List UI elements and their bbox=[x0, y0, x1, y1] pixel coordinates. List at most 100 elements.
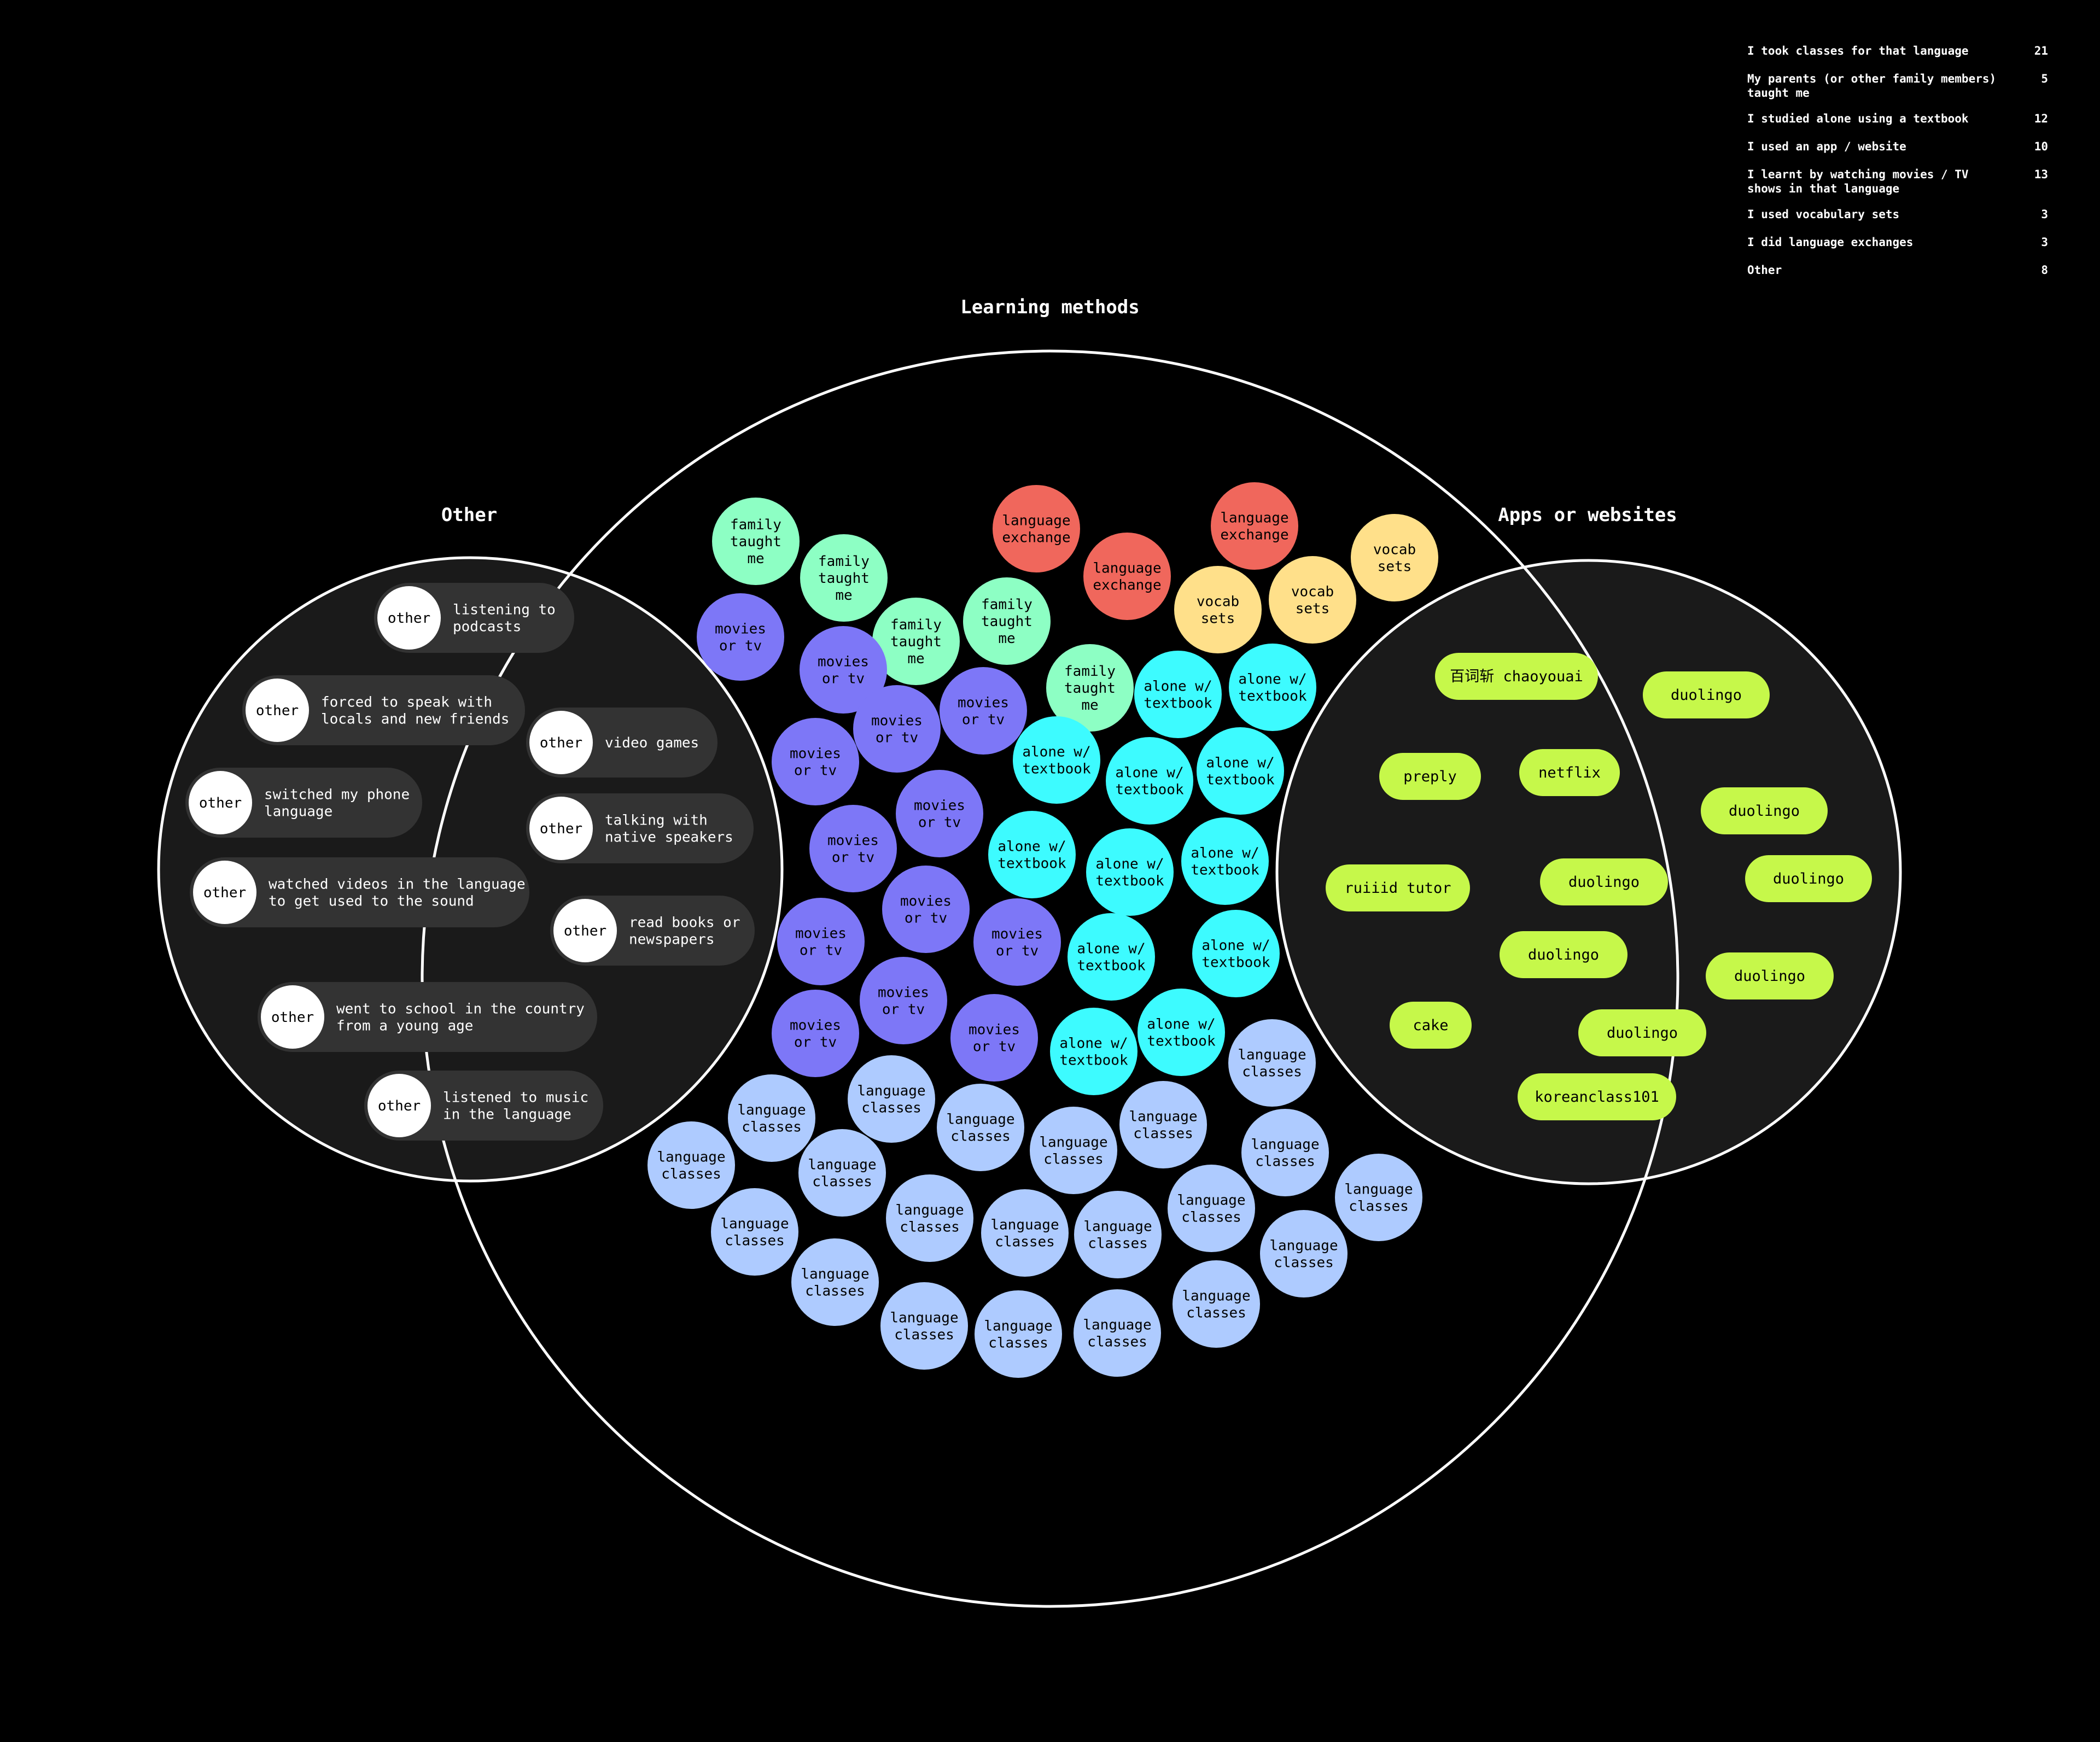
bubble-family-circle bbox=[872, 598, 960, 685]
app-pill-label: 百词斩 chaoyouai bbox=[1450, 668, 1583, 685]
other-badge bbox=[193, 861, 256, 924]
other-badge-label: other bbox=[271, 1009, 314, 1026]
app-pill-bg bbox=[1519, 749, 1620, 796]
other-pill-label: video games bbox=[605, 735, 699, 751]
legend-count: 8 bbox=[2041, 264, 2048, 277]
app-pill-bg bbox=[1379, 753, 1481, 800]
bubble-label: alone w/textbook bbox=[1238, 671, 1307, 705]
bubble-family-circle bbox=[963, 577, 1051, 665]
app-pill-bg bbox=[1706, 952, 1834, 999]
bubble-classes-circle bbox=[975, 1290, 1062, 1378]
bubble-label: alone w/textbook bbox=[1147, 1016, 1216, 1050]
bubble-textbook-circle bbox=[1050, 1008, 1138, 1095]
bubble-movies-circle bbox=[800, 626, 887, 714]
bubble-vocab-circle bbox=[1351, 514, 1438, 601]
legend-count: 3 bbox=[2041, 208, 2048, 221]
bubble-textbook-circle bbox=[1197, 727, 1284, 815]
app-pill-label: duolingo bbox=[1528, 946, 1599, 963]
bubble-family-circle bbox=[712, 498, 800, 585]
app-pill-bg bbox=[1701, 787, 1828, 834]
legend-label: I used an app / website bbox=[1747, 140, 1906, 153]
bubble-classes-circle bbox=[937, 1084, 1024, 1171]
app-pill: netflix bbox=[1519, 749, 1620, 796]
bubble-family-circle bbox=[800, 534, 888, 622]
bubble-textbook: alone w/textbook bbox=[1181, 817, 1269, 905]
app-pill: duolingo bbox=[1701, 787, 1828, 834]
other-badge-label: other bbox=[564, 923, 606, 939]
app-pill: duolingo bbox=[1643, 671, 1770, 718]
other-badge bbox=[553, 899, 617, 962]
bubble-classes-circle bbox=[798, 1129, 886, 1217]
legend-row: My parents (or other family members) tau… bbox=[1747, 72, 2048, 100]
bubble-label: alone w/textbook bbox=[1201, 938, 1270, 971]
bubble-exchange-circle bbox=[1211, 482, 1298, 570]
bubble-movies-circle bbox=[777, 898, 865, 985]
app-pill: duolingo bbox=[1706, 952, 1834, 999]
learning-set-circle bbox=[421, 349, 1679, 1608]
bubble-classes-circle bbox=[848, 1055, 935, 1143]
app-pill: duolingo bbox=[1540, 858, 1668, 905]
bubble-label: alone w/textbook bbox=[1144, 679, 1212, 712]
bubble-movies-circle bbox=[950, 994, 1038, 1082]
bubble-movies-circle bbox=[973, 898, 1061, 986]
other-badge bbox=[529, 711, 593, 774]
legend-label: I used vocabulary sets bbox=[1747, 208, 1900, 221]
bubble-movies-circle bbox=[882, 866, 970, 953]
other-pill-bg bbox=[242, 675, 525, 745]
app-pill-bg bbox=[1326, 864, 1470, 911]
app-pill-label: duolingo bbox=[1729, 803, 1800, 820]
bubble-vocab-circle bbox=[1269, 556, 1356, 644]
bubble-classes-circle bbox=[1030, 1107, 1117, 1194]
app-pill-label: duolingo bbox=[1671, 687, 1742, 704]
bubble-family-circle bbox=[1046, 644, 1134, 732]
bubble-classes-circle bbox=[1172, 1260, 1260, 1348]
bubble-movies-circle bbox=[809, 805, 897, 892]
bubble-textbook-circle bbox=[1013, 716, 1100, 804]
other-badge bbox=[368, 1074, 431, 1137]
bubble-textbook: alone w/textbook bbox=[1134, 651, 1222, 738]
legend-label: I studied alone using a textbook bbox=[1747, 112, 1969, 125]
bubble-classes-circle bbox=[981, 1189, 1069, 1277]
other-badge-label: other bbox=[540, 821, 582, 837]
